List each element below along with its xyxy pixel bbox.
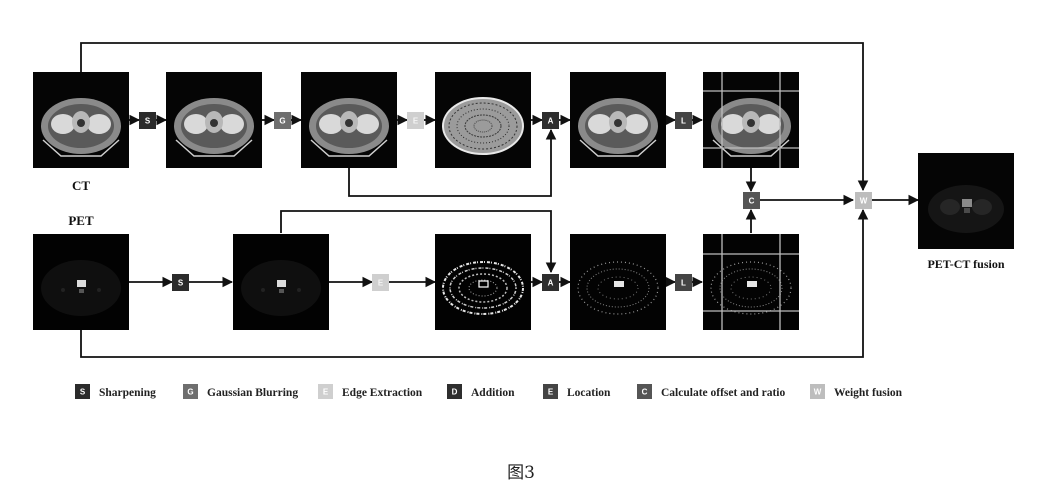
legend-glyph: W bbox=[814, 388, 822, 397]
ct-edge-image bbox=[434, 71, 532, 169]
legend-label: Gaussian Blurring bbox=[207, 387, 298, 399]
ct-op-s: S bbox=[139, 112, 156, 129]
pet-op-e: E bbox=[372, 274, 389, 291]
pet-op-a: A bbox=[542, 274, 559, 291]
ct-original-image bbox=[32, 71, 130, 169]
legend-swatch bbox=[810, 384, 825, 399]
op-s-glyph: S bbox=[145, 117, 151, 126]
pet-added-image bbox=[569, 233, 667, 331]
ct-op-g: G bbox=[274, 112, 291, 129]
legend: S Sharpening G Gaussian Blurring E Edge Extra… bbox=[75, 384, 903, 399]
legend-swatch bbox=[183, 384, 198, 399]
legend-item: G Gaussian Blurring bbox=[183, 384, 298, 399]
legend-glyph: S bbox=[80, 388, 86, 397]
ct-op-e: E bbox=[407, 112, 424, 129]
pet-feedback-line bbox=[280, 210, 557, 274]
legend-item: E Location bbox=[543, 384, 611, 399]
legend-glyph: D bbox=[452, 388, 458, 397]
ct-feedback-line bbox=[348, 128, 557, 197]
op-w: W bbox=[855, 192, 872, 209]
op-w-glyph: W bbox=[860, 197, 868, 206]
op-l-glyph: L bbox=[681, 117, 686, 126]
op-e-glyph: E bbox=[378, 279, 384, 288]
pet-original-image bbox=[33, 234, 129, 330]
pet-bypass-line bbox=[80, 208, 869, 358]
op-a-glyph: A bbox=[548, 279, 554, 288]
pet-edge-image bbox=[434, 233, 532, 331]
connectors bbox=[80, 42, 920, 358]
legend-label: Edge Extraction bbox=[342, 387, 423, 399]
op-a-glyph: A bbox=[548, 117, 554, 126]
op-c-glyph: C bbox=[749, 197, 755, 206]
ct-grid-image bbox=[702, 71, 800, 169]
pet-ct-fusion-image bbox=[918, 153, 1014, 249]
ct-added-image bbox=[569, 71, 667, 169]
legend-swatch bbox=[75, 384, 90, 399]
figure-caption: 图3 bbox=[507, 463, 535, 483]
op-s-glyph: S bbox=[178, 279, 184, 288]
ct-op-a: A bbox=[542, 112, 559, 129]
ct-row bbox=[32, 71, 800, 169]
ct-sharpened-image bbox=[165, 71, 263, 169]
pet-row bbox=[33, 233, 800, 331]
op-g-glyph: G bbox=[279, 117, 285, 126]
pet-label: PET bbox=[68, 213, 94, 228]
legend-glyph: E bbox=[323, 388, 329, 397]
legend-swatch bbox=[447, 384, 462, 399]
legend-glyph: E bbox=[548, 388, 554, 397]
legend-label: Location bbox=[567, 387, 611, 399]
legend-label: Addition bbox=[471, 387, 515, 399]
legend-glyph: G bbox=[187, 388, 193, 397]
pet-op-s: S bbox=[172, 274, 189, 291]
legend-glyph: C bbox=[642, 388, 648, 397]
legend-label: Sharpening bbox=[99, 387, 156, 399]
pet-sharpened-image bbox=[233, 234, 329, 330]
ct-blurred-image bbox=[300, 71, 398, 169]
ct-label: CT bbox=[72, 178, 90, 193]
legend-label: Weight fusion bbox=[834, 387, 903, 399]
legend-swatch bbox=[543, 384, 558, 399]
legend-item: E Edge Extraction bbox=[318, 384, 423, 399]
fusion-label: PET-CT fusion bbox=[927, 257, 1004, 271]
legend-label: Calculate offset and ratio bbox=[661, 387, 785, 399]
legend-item: S Sharpening bbox=[75, 384, 156, 399]
legend-item: C Calculate offset and ratio bbox=[637, 384, 785, 399]
pet-grid-image bbox=[702, 233, 800, 331]
pet-op-l: L bbox=[675, 274, 692, 291]
op-c: C bbox=[743, 192, 760, 209]
legend-item: W Weight fusion bbox=[810, 384, 903, 399]
legend-swatch bbox=[318, 384, 333, 399]
op-e-glyph: E bbox=[413, 117, 419, 126]
legend-swatch bbox=[637, 384, 652, 399]
legend-item: D Addition bbox=[447, 384, 515, 399]
ct-op-l: L bbox=[675, 112, 692, 129]
op-l-glyph: L bbox=[681, 279, 686, 288]
ct-bypass-line bbox=[80, 42, 869, 192]
